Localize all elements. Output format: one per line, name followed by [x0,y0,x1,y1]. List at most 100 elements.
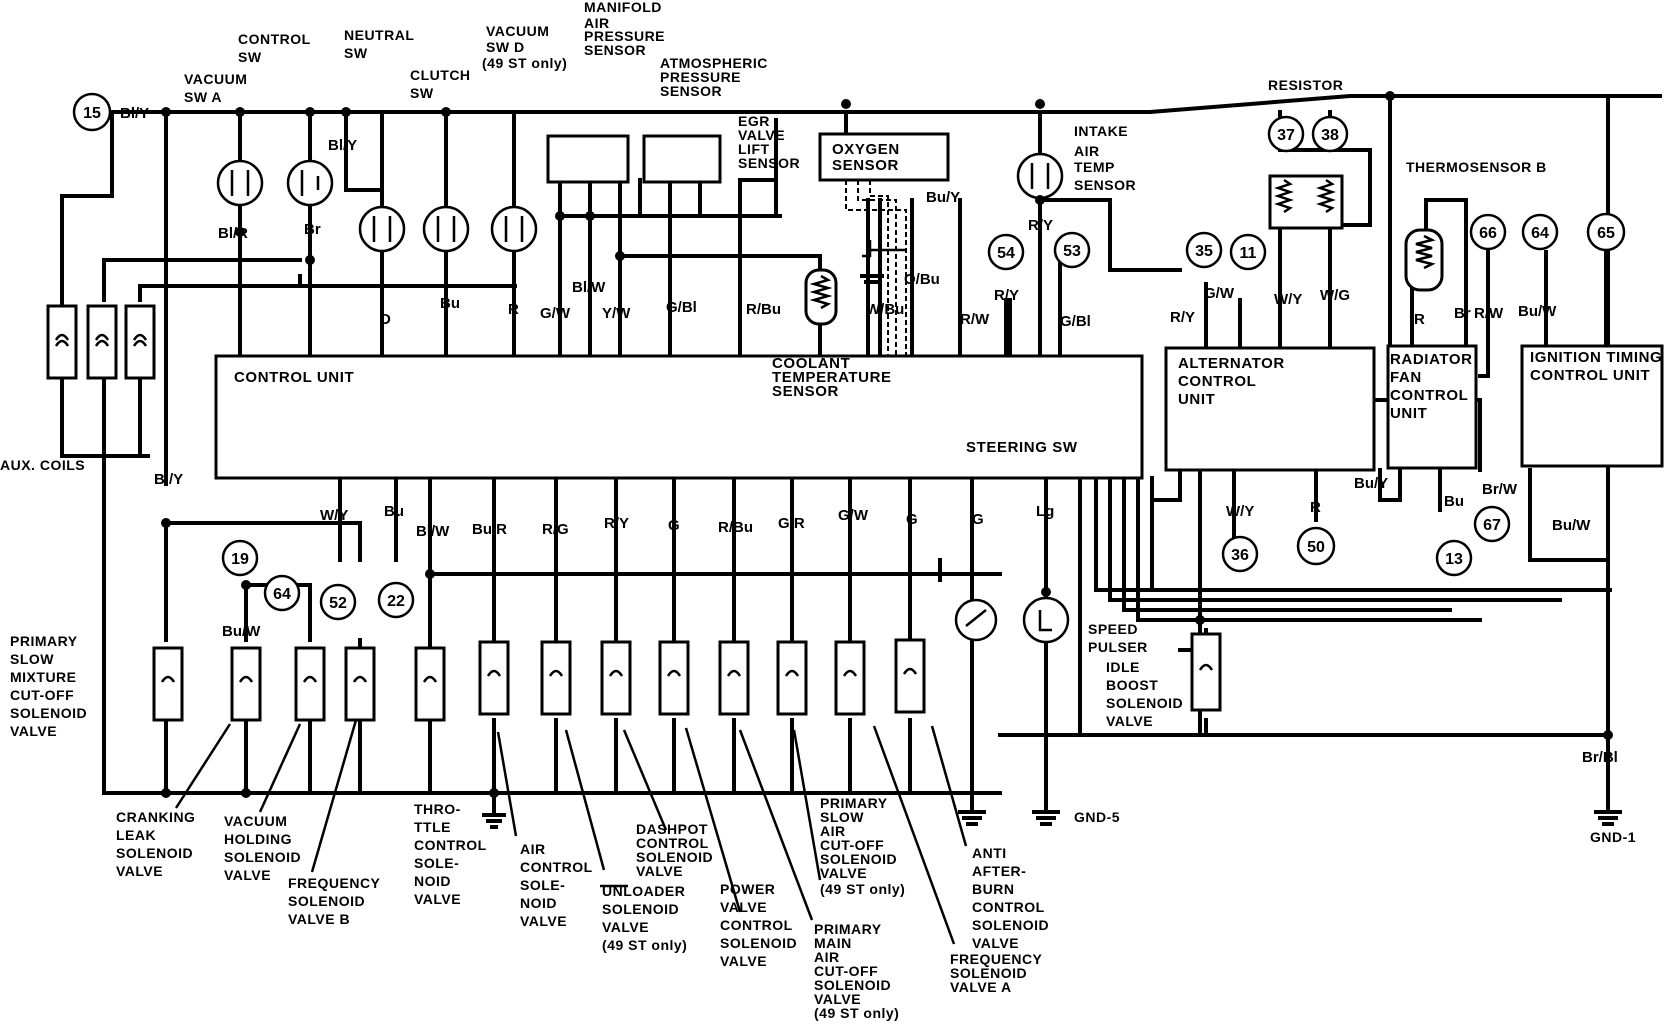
wire-br-thermo: Br [1454,305,1471,322]
power-label-2: VALVE [720,899,767,915]
vacuum-holding-label-4: VALVE [224,867,271,883]
wire-rw-top: R/W [960,311,990,328]
primary-slow-air-label-7: (49 ST only) [820,881,905,897]
wire-r-top: R [508,301,519,318]
wire-wg-38: W/G [1320,287,1350,304]
primary-main-label-3: AIR [814,949,840,965]
anti-afterburn-label-3: BURN [972,881,1014,897]
air-control-label-2: CONTROL [520,859,593,875]
wire-wbu: W/Bu [866,301,904,318]
intake-label-2: AIR [1074,143,1100,159]
primary-slow-label-5: SOLENOID [10,705,87,721]
power-label-3: CONTROL [720,917,793,933]
wire-d: D [380,311,391,328]
control-sw-label-1: CONTROL [238,31,311,47]
atmospheric-label-3: SENSOR [660,83,722,99]
wire-bu-bot: Bu [384,503,404,520]
vacuum-sw-d-label-3: (49 ST only) [482,55,567,71]
coolant-temperature-sensor [804,268,838,326]
connector-38: 38 [1321,127,1339,144]
speed-pulser-label-1: SPEED [1088,621,1138,637]
ignition-timing-control-unit: IGNITION TIMING CONTROL UNIT [1520,344,1664,468]
egr-label-3: LIFT [738,141,770,157]
wire-g2: G [906,511,918,528]
top-component-labels: CONTROL SW VACUUM SW A NEUTRAL SW CLUTCH… [0,0,1546,473]
intake-label-1: INTAKE [1074,123,1128,139]
unloader-label-2: SOLENOID [602,901,679,917]
vacuum-sw-a-label-1: VACUUM [184,71,247,87]
wire-bly-top: Bl/Y [120,105,149,122]
egr-label-1: EGR [738,113,770,129]
connector-36: 36 [1231,547,1249,564]
neutral-sw-label-1: NEUTRAL [344,27,414,43]
vacuum-sw-a-label-2: SW A [184,89,222,105]
air-control-label-4: NOID [520,895,557,911]
wire-blw-top: Bl/W [572,279,606,296]
alternator-control-unit: ALTERNATOR CONTROL UNIT [1164,346,1376,472]
ground-symbols [482,274,1622,829]
frequency-a-label-3: VALVE A [950,979,1012,995]
idle-boost-label-4: VALVE [1106,713,1153,729]
wire-buw-64: Bu/W [1518,303,1557,320]
connector-66: 66 [1479,225,1497,242]
idle-boost-label-2: BOOST [1106,677,1158,693]
egr-label-4: SENSOR [738,155,800,171]
frequency-b-label-3: VALVE B [288,911,350,927]
intake-label-4: SENSOR [1074,177,1136,193]
connector-37: 37 [1277,127,1295,144]
idle-boost-label-1: IDLE [1106,659,1140,675]
wire-r-thermo: R [1414,311,1425,328]
connector-19: 19 [231,551,249,568]
primary-main-label-1: PRIMARY [814,921,882,937]
wire-obu: O/Bu [904,271,940,288]
clutch-sw-label-2: SW [410,85,434,101]
wire-bur: Bu/R [472,521,507,538]
primary-slow-air-label-4: CUT-OFF [820,837,884,853]
manifold-label-1: MANIFOLD [584,0,662,15]
radiator-label-3: CONTROL [1390,387,1468,404]
primary-main-label-6: VALVE [814,991,861,1007]
dashpot-label-3: SOLENOID [636,849,713,865]
speed-pulser-label-2: PULSER [1088,639,1148,655]
wire-yw: Y/W [602,305,631,322]
power-label-1: POWER [720,881,775,897]
primary-slow-air-label-2: SLOW [820,809,864,825]
control-sw-label-2: SW [238,49,262,65]
wire-ry-bot: R/Y [604,515,629,532]
manifold-label-2: AIR [584,15,610,31]
cranking-label-1: CRANKING [116,809,195,825]
connector-11: 11 [1240,245,1257,262]
wire-rbu-bot: R/Bu [718,519,753,536]
connector-22: 22 [387,593,405,610]
unloader-label-4: (49 ST only) [602,937,687,953]
solenoid-valves [152,596,1222,722]
thermosensor-b [1404,228,1444,292]
connector-53: 53 [1063,243,1081,260]
atmospheric-label-2: PRESSURE [660,69,741,85]
radiator-fan-control-unit: RADIATOR FAN CONTROL UNIT [1386,344,1478,470]
frequency-a-label-2: SOLENOID [950,965,1027,981]
primary-slow-label-2: SLOW [10,651,54,667]
leader-lines [174,719,968,945]
radiator-label-2: FAN [1390,369,1422,386]
air-control-label-5: VALVE [520,913,567,929]
atmospheric-label-1: ATMOSPHERIC [660,55,768,71]
radiator-label-4: UNIT [1390,405,1427,422]
ignition-label-1: IGNITION TIMING [1530,349,1662,366]
wire-wy-37: W/Y [1274,291,1302,308]
cranking-label-2: LEAK [116,827,156,843]
primary-slow-label-1: PRIMARY [10,633,78,649]
gnd5-label: GND-5 [1074,809,1120,825]
anti-afterburn-label-1: ANTI [972,845,1007,861]
primary-slow-air-label-6: VALVE [820,865,867,881]
wire-buy-bot: Bu/Y [1354,475,1388,492]
alternator-label-3: UNIT [1178,391,1215,408]
vacuum-sw-d-label-1: VACUUM [486,23,549,39]
connector-64-top: 64 [1531,225,1549,242]
primary-slow-label-3: MIXTURE [10,669,77,685]
coolant-sensor-label-1: COOLANT [772,355,850,372]
wire-gw-top: G/W [540,305,571,322]
dashpot-label-4: VALVE [636,863,683,879]
primary-slow-air-label-5: SOLENOID [820,851,897,867]
